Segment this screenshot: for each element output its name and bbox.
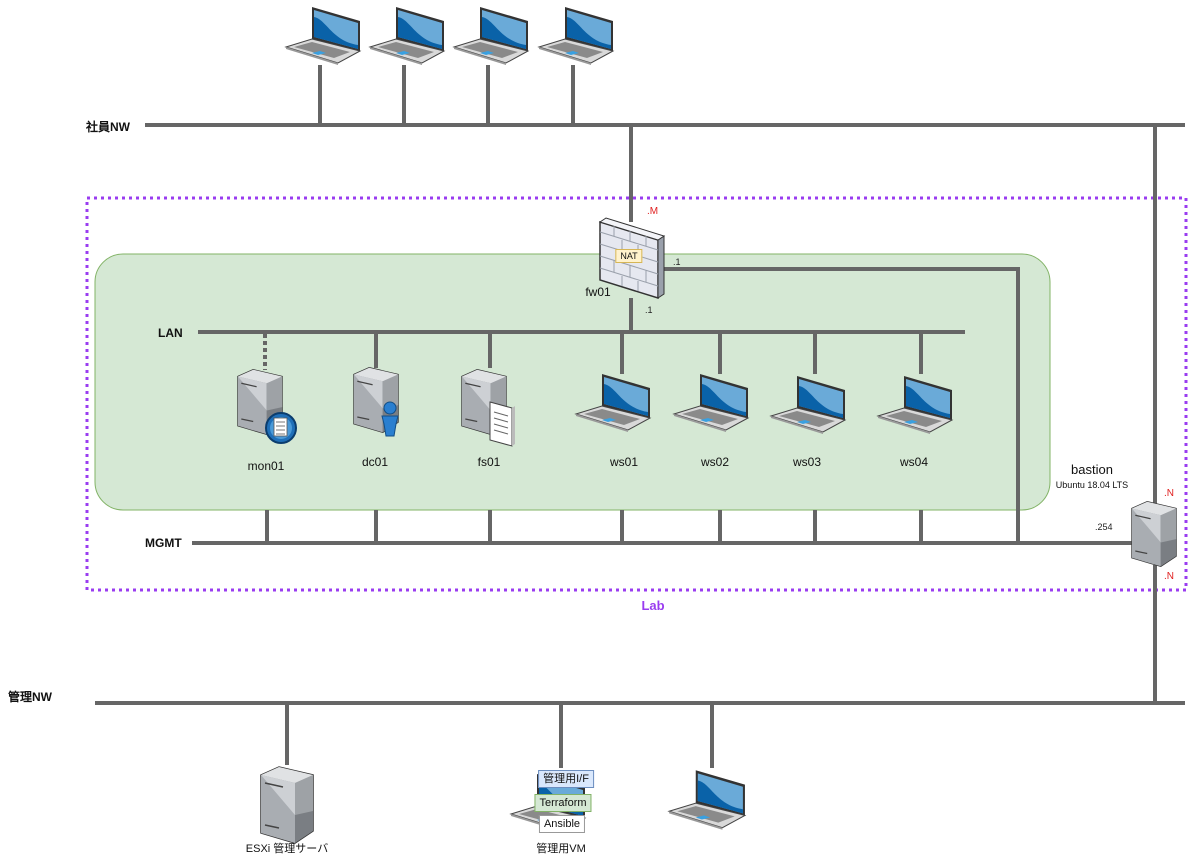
ws04-label: ws04: [899, 455, 929, 469]
ws01-label: ws01: [609, 455, 639, 469]
corporate-laptop-icon: [285, 6, 361, 65]
ws02-label: ws02: [700, 455, 730, 469]
mon01-label: mon01: [247, 459, 285, 473]
fw01-ip-lan: .1: [645, 305, 653, 315]
bastion-ip-bottom: .N: [1164, 571, 1174, 582]
corporate-nw-label: 社員NW: [86, 120, 130, 134]
lan-label: LAN: [158, 326, 183, 340]
management-nw-label: 管理NW: [8, 690, 52, 704]
lab-label: Lab: [641, 598, 665, 613]
mgmt-client-laptop-icon: [668, 769, 746, 830]
terraform-tag: Terraform: [534, 794, 592, 812]
user-directory-badge-icon: [381, 401, 399, 437]
ansible-tag: Ansible: [538, 815, 586, 833]
bastion-server-icon: [1131, 501, 1177, 567]
fw01-label: fw01: [585, 285, 611, 299]
bastion-os-label: Ubuntu 18.04 LTS: [1055, 480, 1129, 490]
corporate-laptop-icon: [538, 6, 614, 65]
lab-boundary: [85, 196, 1188, 592]
esxi-label: ESXi 管理サーバ: [245, 843, 329, 855]
mgmt-label: MGMT: [145, 536, 182, 550]
lan-zone: [94, 253, 1051, 511]
file-document-icon: [489, 401, 515, 447]
ws03-label: ws03: [792, 455, 822, 469]
nat-badge: NAT: [615, 249, 643, 263]
fw-mgmt-link: [660, 267, 1020, 543]
dc01-label: dc01: [361, 455, 389, 469]
mgmt-if-tag: 管理用I/F: [538, 770, 594, 788]
fw01-ip-mgmt: .1: [673, 257, 681, 267]
mgmt-vm-label: 管理用VM: [536, 843, 586, 855]
corporate-laptop-icon: [369, 6, 445, 65]
esxi-server-icon: [260, 766, 314, 844]
web-monitor-badge-icon: [265, 412, 297, 444]
bastion-ip-top: .N: [1164, 488, 1174, 499]
fs01-label: fs01: [477, 455, 501, 469]
corporate-laptop-icon: [453, 6, 529, 65]
fw01-ip-upstream: .M: [647, 206, 659, 217]
bastion-label: bastion: [1071, 462, 1113, 477]
bastion-ip-mgmt: .254: [1095, 522, 1113, 532]
